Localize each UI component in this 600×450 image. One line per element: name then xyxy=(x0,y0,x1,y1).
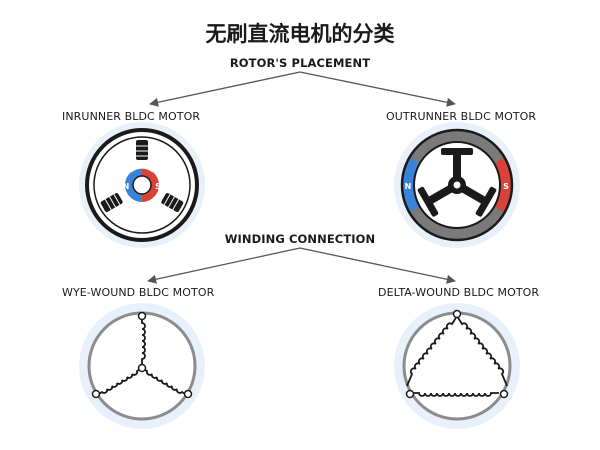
outrunner-label: OUTRUNNER BLDC MOTOR xyxy=(386,110,537,123)
outrunner-outer-edge xyxy=(400,128,514,242)
delta-coil-right xyxy=(456,315,508,387)
arrow-to-inrunner xyxy=(149,71,301,107)
wye-coil-left xyxy=(95,367,143,397)
inrunner-rotor-core xyxy=(132,175,152,195)
inrunner-motor-illustration xyxy=(79,122,205,248)
inrunner-stator-teeth xyxy=(100,140,184,212)
outrunner-north-label: N xyxy=(405,182,412,191)
wye-coil-right xyxy=(141,367,189,397)
rotor-branch-arrows xyxy=(149,71,456,107)
outrunner-magnet-south xyxy=(494,157,512,213)
wye-winding-illustration xyxy=(79,303,205,429)
inrunner-north-label: N xyxy=(123,182,130,191)
delta-coil-bottom xyxy=(411,392,499,397)
outrunner-motor-illustration xyxy=(394,122,520,248)
inrunner-inner-ring xyxy=(93,136,191,234)
wye-center-node xyxy=(137,363,147,373)
delta-label: DELTA-WOUND BLDC MOTOR xyxy=(378,286,540,299)
outrunner-south-label: S xyxy=(503,182,509,191)
diagram-title: 无刷直流电机的分类 xyxy=(205,22,395,46)
delta-coil-left xyxy=(406,315,458,387)
winding-connection-heading: WINDING CONNECTION xyxy=(224,232,376,246)
wye-coil-top xyxy=(141,318,146,368)
delta-coils xyxy=(406,315,508,397)
outrunner-shaft xyxy=(453,181,461,189)
wye-terminal-right xyxy=(183,389,193,399)
wye-terminal-left xyxy=(91,389,101,399)
delta-winding-illustration xyxy=(394,303,520,429)
wye-terminal-top xyxy=(137,311,147,321)
inrunner-label: INRUNNER BLDC MOTOR xyxy=(62,110,201,123)
arrow-to-wye xyxy=(147,247,301,284)
outrunner-magnet-north xyxy=(402,157,420,213)
winding-branch-arrows xyxy=(147,247,456,284)
rotor-placement-heading: ROTOR'S PLACEMENT xyxy=(229,56,371,70)
delta-terminal-left xyxy=(405,389,415,399)
wye-label: WYE-WOUND BLDC MOTOR xyxy=(62,286,215,299)
delta-terminal-top xyxy=(452,309,462,319)
wye-coils xyxy=(95,318,189,397)
inrunner-south-label: S xyxy=(155,182,161,191)
delta-ring xyxy=(402,311,512,421)
arrow-to-delta xyxy=(299,247,456,284)
arrow-to-outrunner xyxy=(299,71,456,107)
inrunner-rotation-arrow-icon xyxy=(130,167,154,173)
delta-terminal-right xyxy=(499,389,509,399)
